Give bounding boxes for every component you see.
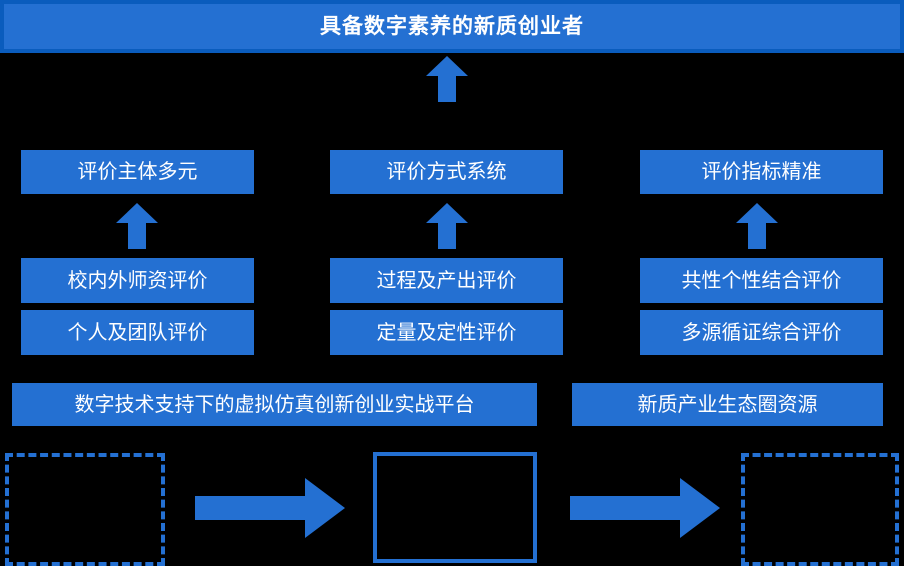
column-header-box-2[interactable]: 评价方式系统 — [330, 150, 563, 194]
placeholder-frame-center[interactable] — [373, 452, 537, 563]
column-item-label-1-2: 个人及团队评价 — [67, 321, 208, 344]
column-item-box-3-2[interactable]: 多源循证综合评价 — [640, 310, 883, 355]
arrow-right-icon-2 — [570, 478, 720, 538]
column-item-box-1-1[interactable]: 校内外师资评价 — [21, 258, 254, 303]
column-item-label-2-1: 过程及产出评价 — [376, 269, 517, 292]
column-header-label-3: 评价指标精准 — [701, 161, 822, 183]
column-header-box-3[interactable]: 评价指标精准 — [640, 150, 883, 194]
arrow-up-icon-column-1 — [116, 203, 158, 249]
diagram-title-text: 具备数字素养的新质创业者 — [320, 15, 584, 38]
column-item-box-2-2[interactable]: 定量及定性评价 — [330, 310, 563, 355]
platform-bar-1[interactable]: 数字技术支持下的虚拟仿真创新创业实战平台 — [12, 383, 537, 426]
column-item-label-3-2: 多源循证综合评价 — [681, 321, 842, 344]
column-header-label-2: 评价方式系统 — [386, 161, 507, 183]
column-header-box-1[interactable]: 评价主体多元 — [21, 150, 254, 194]
arrow-up-icon-column-3 — [736, 203, 778, 249]
column-item-label-3-1: 共性个性结合评价 — [681, 269, 842, 292]
platform-bar-2[interactable]: 新质产业生态圈资源 — [572, 383, 883, 426]
diagram-title-banner: 具备数字素养的新质创业者 — [0, 0, 904, 53]
arrow-up-icon-column-2 — [426, 203, 468, 249]
column-item-box-1-2[interactable]: 个人及团队评价 — [21, 310, 254, 355]
column-item-label-2-2: 定量及定性评价 — [376, 321, 517, 344]
column-header-label-1: 评价主体多元 — [77, 161, 198, 183]
arrow-up-icon-to-title — [426, 56, 468, 102]
column-item-label-1-1: 校内外师资评价 — [67, 269, 208, 292]
arrow-right-icon-1 — [195, 478, 345, 538]
platform-bar-label-1: 数字技术支持下的虚拟仿真创新创业实战平台 — [74, 393, 475, 416]
platform-bar-label-2: 新质产业生态圈资源 — [637, 393, 818, 416]
placeholder-frame-right[interactable] — [741, 453, 899, 566]
column-item-box-3-1[interactable]: 共性个性结合评价 — [640, 258, 883, 303]
placeholder-frame-left[interactable] — [5, 453, 165, 566]
column-item-box-2-1[interactable]: 过程及产出评价 — [330, 258, 563, 303]
